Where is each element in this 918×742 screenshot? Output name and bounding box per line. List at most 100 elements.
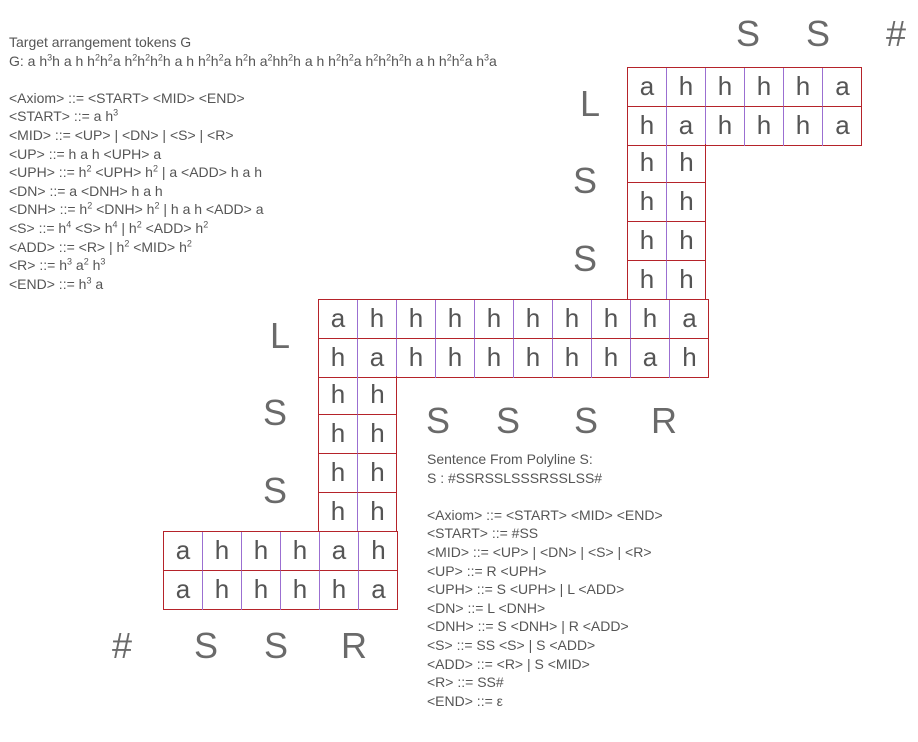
symbol-upper-left-2: S xyxy=(572,160,597,201)
grammar-s-rule: <ADD> ::= <R> | S <MID> xyxy=(427,655,590,672)
symbol-top-3: # xyxy=(885,13,907,54)
grid-cell: h xyxy=(553,339,592,378)
symbol-bottom-3: S xyxy=(263,625,288,666)
symbol-upper-left-1: L xyxy=(579,83,601,124)
grammar-s-rule: <DNH> ::= S <DNH> | R <ADD> xyxy=(427,618,629,635)
grammar-s-sentence: S : #SSRSSLSSSRSSLSS# xyxy=(427,469,603,486)
grid-cell: h xyxy=(628,222,667,261)
grid-cell: a xyxy=(358,339,397,378)
grid-cell: h xyxy=(203,532,242,571)
grid-cell: h xyxy=(319,454,358,493)
grid-cell: a xyxy=(164,571,203,610)
symbol-middle-left-1: L xyxy=(269,315,291,356)
grammar-g-rule: <S> ::= h4 <S> h4 | h2 <ADD> h2 xyxy=(9,219,209,236)
grid-cell: h xyxy=(628,107,667,146)
grammar-g-rule: <R> ::= h3 a2 h3 xyxy=(9,256,106,274)
grid-cell: h xyxy=(667,144,706,183)
grid-cell: h xyxy=(706,107,745,146)
grammar-g-title: Target arrangement tokens G xyxy=(9,34,192,50)
grid-cell: h xyxy=(370,496,385,526)
grid-cell: h xyxy=(667,222,706,261)
grid-cell: h xyxy=(436,339,475,378)
grid-cell: a xyxy=(823,68,862,107)
grammar-g-rule: <Axiom> ::= <START> <MID> <END> xyxy=(9,89,245,106)
grid-cell: h xyxy=(281,532,320,571)
grid-cell: h xyxy=(784,68,823,107)
grid-cell: a xyxy=(371,574,386,604)
grid-cell: h xyxy=(784,107,823,146)
grid-cell: h xyxy=(631,300,670,339)
grid-cell: a xyxy=(319,300,358,339)
grid-cell: h xyxy=(667,183,706,222)
grid-cell: h xyxy=(358,454,397,493)
grid-cell: h xyxy=(358,415,397,454)
grammar-s-rule: <END> ::= ε xyxy=(427,692,503,709)
grammar-g-block: Target arrangement tokens G G: a h3h a h… xyxy=(9,33,497,293)
grid-cell: h xyxy=(320,571,359,610)
grid-cell: a xyxy=(628,68,667,107)
symbol-middle-row-1: S xyxy=(425,400,450,441)
grid-cell: h xyxy=(628,183,667,222)
grammar-g-rule: <UPH> ::= h2 <UPH> h2 | a <ADD> h a h xyxy=(9,163,262,181)
grid-cell: h xyxy=(592,300,631,339)
grid-cell: h xyxy=(358,300,397,339)
grid-cell: h xyxy=(475,300,514,339)
grammar-s-rule: <START> ::= #SS xyxy=(427,525,539,542)
grid-cell: h xyxy=(359,532,398,571)
grid-cell: h xyxy=(745,107,784,146)
symbol-top-2: S xyxy=(805,13,830,54)
symbol-bottom-2: S xyxy=(193,625,218,666)
grid-cell: h xyxy=(667,68,706,107)
grid-cell: h xyxy=(281,571,320,610)
grammar-g-string: G: a h3h a h h2h2a h2h2h2h a h h2h2a h2h… xyxy=(9,51,497,69)
grammar-g-rule: <ADD> ::= <R> | h2 <MID> h2 xyxy=(9,237,192,255)
symbol-bottom-1: # xyxy=(111,625,133,666)
symbol-upper-left-3: S xyxy=(572,238,597,279)
symbol-middle-row-2: S xyxy=(495,400,520,441)
symbol-top-1: S xyxy=(735,13,760,54)
grammar-s-rule: <UP> ::= R <UPH> xyxy=(427,562,547,579)
grammar-s-rule: <UPH> ::= S <UPH> | L <ADD> xyxy=(427,581,625,598)
grid-cell: h xyxy=(628,261,667,300)
symbol-middle-left-3: S xyxy=(262,470,287,511)
grid-cell: h xyxy=(436,300,475,339)
grid-cell: h xyxy=(203,571,242,610)
grammar-g-rule: <UP> ::= h a h <UPH> a xyxy=(9,145,162,162)
grammar-g-rules: <Axiom> ::= <START> <MID> <END><START> :… xyxy=(9,89,497,294)
grid-cell: h xyxy=(514,339,553,378)
grid-cell: h xyxy=(397,339,436,378)
grammar-g-rule: <DN> ::= a <DNH> h a h xyxy=(9,182,163,199)
grid-cell: h xyxy=(319,415,358,454)
grammar-s-rule: <S> ::= SS <S> | S <ADD> xyxy=(427,636,596,653)
grid-cell: h xyxy=(592,339,631,378)
grid-cell: h xyxy=(679,264,694,294)
grid-cell: a xyxy=(320,532,359,571)
grid-cell: h xyxy=(706,68,745,107)
symbol-bottom-4: R xyxy=(341,625,367,666)
grid-cell: a xyxy=(667,107,706,146)
symbol-middle-left-2: S xyxy=(262,392,287,433)
grid-cell: a xyxy=(670,300,709,339)
grammar-s-block: Sentence From Polyline S: S : #SSRSSLSSS… xyxy=(427,450,663,710)
grammar-g-rule: <MID> ::= <UP> | <DN> | <S> | <R> xyxy=(9,126,234,143)
grammar-g-rule: <DNH> ::= h2 <DNH> h2 | h a h <ADD> a xyxy=(9,200,264,218)
symbol-middle-row-3: S xyxy=(573,400,598,441)
grid-cell: h xyxy=(745,68,784,107)
grid-cell: a xyxy=(164,532,203,571)
grid-cell: h xyxy=(682,342,697,372)
grammar-s-rule: <Axiom> ::= <START> <MID> <END> xyxy=(427,506,663,523)
grid-cell: h xyxy=(397,300,436,339)
grid-cell: h xyxy=(319,339,358,378)
grid-cell: a xyxy=(631,339,670,378)
grammar-s-rule: <DN> ::= L <DNH> xyxy=(427,599,546,616)
grid-cell: h xyxy=(242,571,281,610)
grammar-s-rules: <Axiom> ::= <START> <MID> <END><START> :… xyxy=(427,506,663,711)
grammar-s-title: Sentence From Polyline S: xyxy=(427,451,593,467)
grid-cell: h xyxy=(242,532,281,571)
grid-cell: h xyxy=(628,144,667,183)
